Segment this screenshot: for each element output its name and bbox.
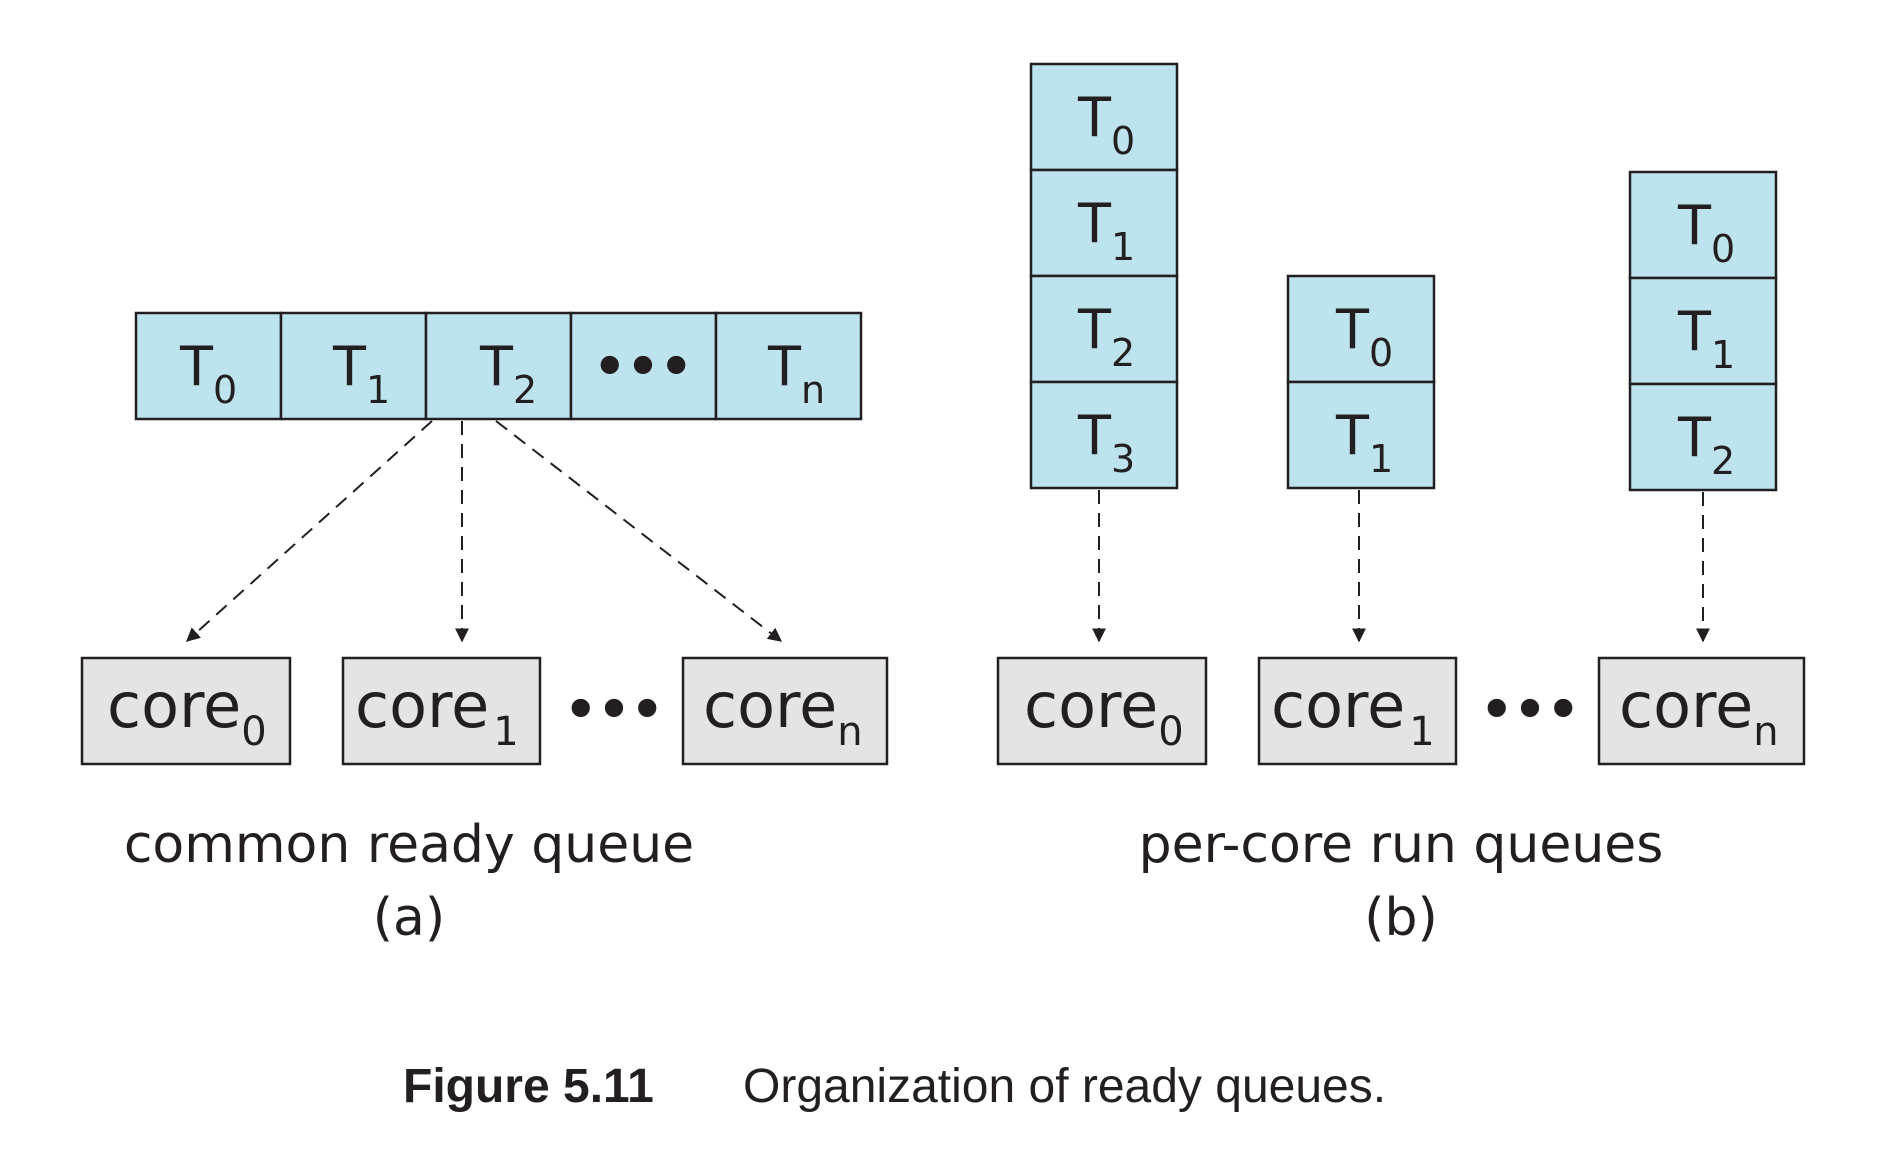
task-subscript: 2 <box>1711 439 1735 483</box>
queue-bn-cell-0: T0 <box>1628 170 1778 280</box>
task-subscript: 0 <box>1111 119 1135 163</box>
core-label: core <box>1619 669 1753 742</box>
queue-a-cell-2: T2 <box>424 311 573 421</box>
queue-b0-cell-1: T1 <box>1029 168 1179 278</box>
core-label: core <box>1024 669 1158 742</box>
task-label: T <box>1335 298 1370 361</box>
task-label: T <box>1077 404 1112 467</box>
task-label: T <box>332 335 367 398</box>
task-label: T <box>1677 194 1712 257</box>
run-queue-core1: T0 T1 <box>1286 274 1436 490</box>
core-subscript: 0 <box>1158 709 1183 755</box>
queue-a-cell-ellipsis: ••• <box>569 311 718 421</box>
task-subscript: n <box>801 368 825 412</box>
panel-b-tag: (b) <box>1364 888 1438 948</box>
core-a-0: core0 <box>80 656 292 766</box>
core-subscript: 1 <box>493 709 518 755</box>
svg-text:T1: T1 <box>1677 300 1735 377</box>
caption-number: Figure 5.11 <box>403 1060 654 1113</box>
svg-text:T2: T2 <box>479 335 537 412</box>
core-a-n: coren <box>681 656 889 766</box>
panel-b: T0 T1 T2 T3 T0 T1 <box>996 62 1806 948</box>
core-label: core <box>107 669 241 742</box>
task-label: T <box>1077 86 1112 149</box>
ellipsis-dots: ••• <box>593 337 693 397</box>
svg-text:core0: core0 <box>107 669 267 755</box>
core-b-n: coren <box>1597 656 1806 766</box>
svg-text:T1: T1 <box>332 335 390 412</box>
caption-text: Organization of ready queues. <box>743 1060 1386 1113</box>
task-subscript: 2 <box>513 368 537 412</box>
figure-caption: Figure 5.11 Organization of ready queues… <box>403 1060 1386 1113</box>
svg-text:Tn: Tn <box>767 335 825 412</box>
svg-text:T2: T2 <box>1677 406 1735 483</box>
task-subscript: 1 <box>366 368 390 412</box>
dispatch-arrow-coren <box>495 420 783 642</box>
svg-text:T0: T0 <box>1677 194 1735 271</box>
task-label: T <box>1335 404 1370 467</box>
dispatch-arrow-core0 <box>185 420 433 642</box>
task-label: T <box>1077 298 1112 361</box>
queue-b0-cell-2: T2 <box>1029 274 1179 384</box>
task-subscript: 1 <box>1111 225 1135 269</box>
queue-bn-cell-1: T1 <box>1628 276 1778 386</box>
queue-b0-cell-3: T3 <box>1029 380 1179 490</box>
task-label: T <box>179 335 214 398</box>
cores-ellipsis: ••• <box>564 680 664 740</box>
cores-ellipsis: ••• <box>1480 680 1580 740</box>
svg-text:coren: coren <box>703 669 863 755</box>
task-subscript: 0 <box>213 368 237 412</box>
queue-b1-cell-1: T1 <box>1286 380 1436 490</box>
svg-text:T0: T0 <box>1335 298 1393 375</box>
svg-text:core0: core0 <box>1024 669 1184 755</box>
queue-bn-cell-2: T2 <box>1628 382 1778 492</box>
panel-a-label: common ready queue <box>124 815 694 875</box>
task-subscript: 1 <box>1711 333 1735 377</box>
panel-a-tag: (a) <box>373 888 445 948</box>
core-subscript: n <box>1753 709 1778 755</box>
svg-text:coren: coren <box>1619 669 1779 755</box>
core-label: core <box>355 669 489 742</box>
core-label: core <box>703 669 837 742</box>
core-subscript: 0 <box>241 709 266 755</box>
common-ready-queue: T0 T1 T2 ••• Tn <box>134 311 863 421</box>
run-queue-coren: T0 T1 T2 <box>1628 170 1778 492</box>
core-subscript: n <box>837 709 862 755</box>
task-subscript: 3 <box>1111 437 1135 481</box>
panel-b-label: per-core run queues <box>1139 815 1664 875</box>
svg-text:T1: T1 <box>1077 192 1135 269</box>
svg-text:T0: T0 <box>1077 86 1135 163</box>
task-subscript: 1 <box>1369 437 1393 481</box>
task-label: T <box>1077 192 1112 255</box>
queue-b1-cell-0: T0 <box>1286 274 1436 384</box>
core-label: core <box>1271 669 1405 742</box>
task-subscript: 2 <box>1111 331 1135 375</box>
core-subscript: 1 <box>1409 709 1434 755</box>
task-label: T <box>767 335 802 398</box>
queue-a-cell-1: T1 <box>279 311 428 421</box>
queue-b0-cell-0: T0 <box>1029 62 1179 172</box>
queue-a-cell-0: T0 <box>134 311 283 421</box>
svg-text:T2: T2 <box>1077 298 1135 375</box>
task-label: T <box>479 335 514 398</box>
run-queue-core0: T0 T1 T2 T3 <box>1029 62 1179 490</box>
queue-a-cell-n: Tn <box>714 311 863 421</box>
svg-text:T0: T0 <box>179 335 237 412</box>
task-label: T <box>1677 406 1712 469</box>
core-b-0: core0 <box>996 656 1208 766</box>
svg-text:T3: T3 <box>1077 404 1135 481</box>
task-subscript: 0 <box>1711 227 1735 271</box>
task-label: T <box>1677 300 1712 363</box>
panel-a: T0 T1 T2 ••• Tn c <box>80 311 889 948</box>
svg-text:T1: T1 <box>1335 404 1393 481</box>
task-subscript: 0 <box>1369 331 1393 375</box>
